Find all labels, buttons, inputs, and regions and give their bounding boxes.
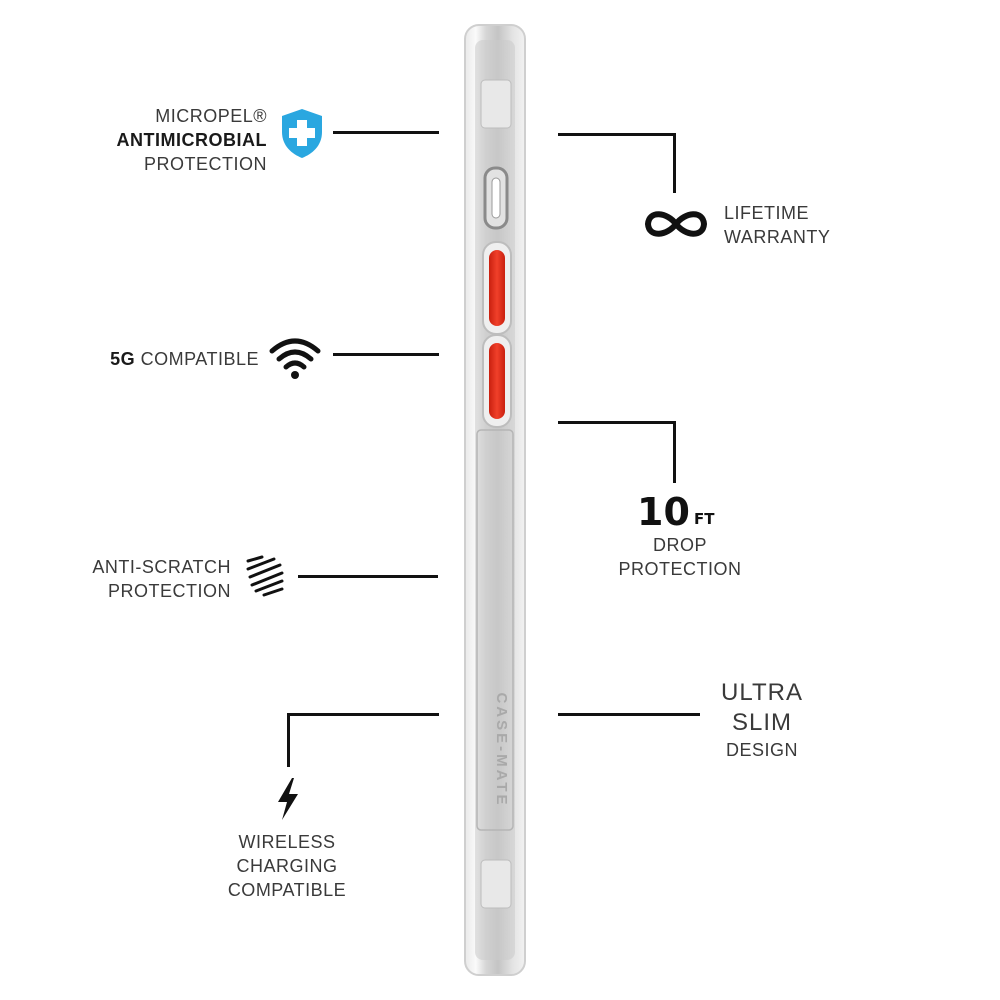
connector-warranty-h (558, 133, 676, 136)
antimicrobial-line2: ANTIMICROBIAL (116, 130, 267, 150)
wireless-line1: WIRELESS (238, 832, 336, 852)
antimicrobial-line3: PROTECTION (143, 154, 267, 174)
drop-number: 10 (637, 490, 690, 534)
shield-plus-icon (282, 109, 322, 158)
warranty-line2: WARRANTY (724, 227, 831, 247)
5g-bold: 5G (110, 349, 136, 369)
drop-figure: 10 FT (620, 490, 740, 534)
lightning-icon (278, 778, 298, 820)
connector-scratch (298, 575, 438, 578)
antimicrobial-label: MICROPEL® ANTIMICROBIAL PROTECTION (60, 104, 267, 176)
slim-line3: DESIGN (725, 740, 798, 760)
connector-wireless-h (287, 713, 439, 716)
warranty-label: LIFETIME WARRANTY (724, 201, 924, 249)
infinity-icon (644, 211, 708, 237)
antimicrobial-line1: MICROPEL® (155, 106, 267, 126)
connector-5g (333, 353, 439, 356)
wireless-label: WIRELESS CHARGING COMPATIBLE (187, 830, 387, 902)
slim-line1: ULTRA (721, 679, 803, 706)
wireless-line3: COMPATIBLE (227, 880, 347, 900)
connector-warranty-v (673, 133, 676, 193)
slim-line2: SLIM (731, 709, 792, 736)
5g-rest: COMPATIBLE (140, 349, 259, 369)
phone-case-side-view (464, 24, 526, 976)
wifi-icon (269, 338, 321, 379)
wireless-line2: CHARGING (236, 856, 338, 876)
connector-antimicrobial (333, 131, 439, 134)
warranty-line1: LIFETIME (724, 203, 810, 223)
drop-line2: PROTECTION (618, 559, 742, 579)
drop-unit: FT (694, 510, 715, 528)
scratch-icon (246, 555, 284, 597)
connector-wireless-v (287, 713, 290, 767)
connector-drop-h (558, 421, 676, 424)
connector-slim (558, 713, 700, 716)
5g-label: 5G COMPATIBLE (60, 347, 259, 371)
slim-label: ULTRA SLIM DESIGN (662, 678, 862, 762)
scratch-line1: ANTI-SCRATCH (92, 557, 231, 577)
drop-line1: DROP (652, 535, 707, 555)
brand-logo: CASE-MATE (493, 692, 510, 808)
scratch-line2: PROTECTION (107, 581, 231, 601)
scratch-label: ANTI-SCRATCH PROTECTION (60, 555, 231, 603)
connector-drop-v (673, 421, 676, 483)
drop-label: DROP PROTECTION (580, 533, 780, 581)
